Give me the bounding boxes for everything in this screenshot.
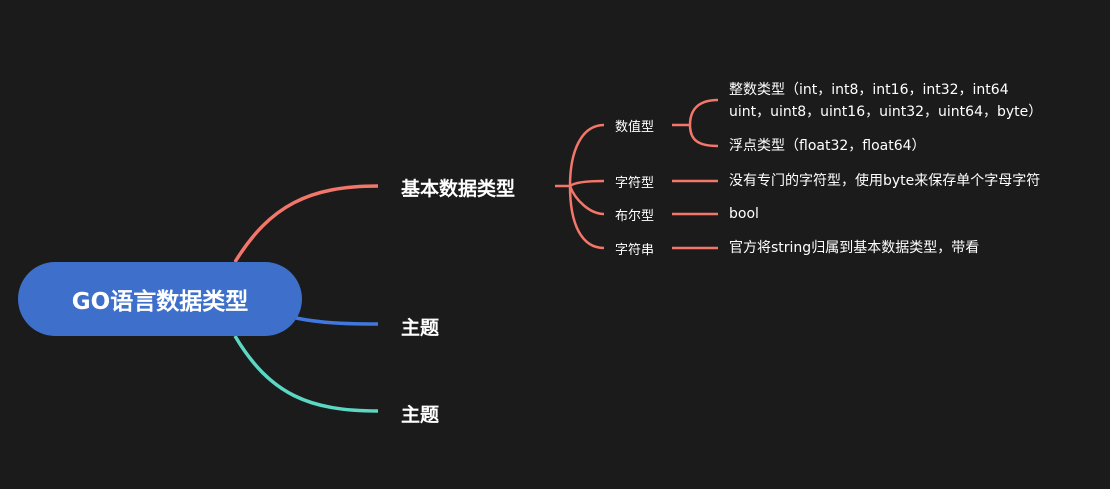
subtopic-label: 布尔型 — [615, 209, 655, 224]
subtopic-string[interactable]: 字符串 — [615, 239, 654, 258]
leaf-float-types[interactable]: 浮点类型（float32，float64） — [729, 135, 926, 157]
subtopic-bool[interactable]: 布尔型 — [615, 205, 654, 224]
subtopic-char[interactable]: 字符型 — [615, 172, 654, 191]
branch-line-basic-types — [233, 184, 379, 263]
branch-line-topic-1 — [295, 316, 379, 326]
leaf-integer-types[interactable]: 整数类型（int，int8，int16，int32，int64 uint，uin… — [729, 79, 1042, 123]
branch-line-topic-2 — [233, 335, 379, 413]
main-topic-placeholder-2[interactable]: 主题 — [401, 400, 439, 427]
main-topic-placeholder-1[interactable]: 主题 — [401, 313, 439, 340]
leaf-string-label: 官方将string归属到基本数据类型，带看 — [729, 240, 980, 256]
leaf-string-description[interactable]: 官方将string归属到基本数据类型，带看 — [729, 237, 979, 259]
main-topic-label: 基本数据类型 — [401, 178, 516, 200]
main-topic-basic-types[interactable]: 基本数据类型 — [401, 174, 515, 201]
subtopic-numeric[interactable]: 数值型 — [615, 116, 654, 135]
subtopic-label: 字符串 — [615, 243, 655, 258]
subtopic-label: 数值型 — [615, 120, 655, 135]
main-topic-label: 主题 — [401, 317, 440, 339]
root-topic-label: GO语言数据类型 — [71, 289, 249, 315]
leaf-integer-line-1: 整数类型（int，int8，int16，int32，int64 — [729, 82, 1009, 98]
leaf-char-description[interactable]: 没有专门的字符型，使用byte来保存单个字母字符 — [729, 170, 1040, 192]
leaf-bool-label: bool — [729, 206, 759, 222]
leaf-integer-line-2: uint，uint8，uint16，uint32，uint64，byte） — [729, 104, 1043, 120]
subtopic-label: 字符型 — [615, 176, 655, 191]
leaf-bool[interactable]: bool — [729, 203, 759, 225]
main-topic-label: 主题 — [401, 404, 440, 426]
root-topic[interactable]: GO语言数据类型 — [18, 262, 302, 336]
leaf-char-label: 没有专门的字符型，使用byte来保存单个字母字符 — [729, 173, 1041, 189]
leaf-connectors — [672, 98, 719, 250]
subtopic-connectors — [555, 123, 605, 250]
leaf-float-label: 浮点类型（float32，float64） — [729, 138, 926, 154]
